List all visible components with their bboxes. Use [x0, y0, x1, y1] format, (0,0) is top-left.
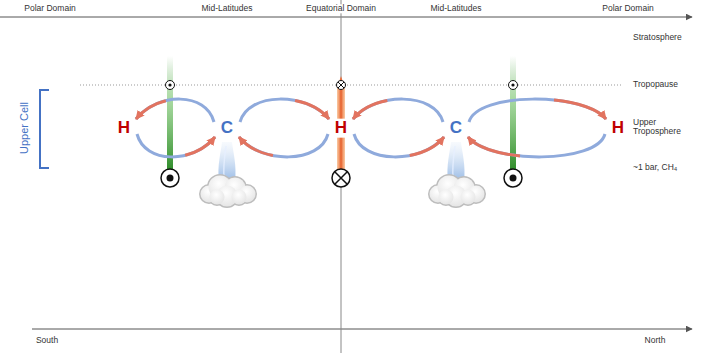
out-of-page-symbol — [166, 81, 175, 90]
direction-label: South — [35, 336, 59, 345]
circulation-arc — [469, 99, 606, 122]
tropopause-line — [80, 85, 622, 86]
top-axis — [0, 17, 692, 18]
circulation-cells — [136, 99, 606, 157]
layer-label: Stratosphere — [632, 33, 683, 42]
flow-arrow — [239, 134, 328, 157]
polar-column — [510, 56, 516, 170]
flow-arrow — [468, 134, 605, 157]
flow-arrow — [136, 99, 214, 122]
bottom-axis — [32, 329, 692, 330]
plume-streak — [453, 146, 455, 178]
low-pressure-mark: C — [220, 119, 234, 138]
circulation-arc — [136, 99, 214, 122]
domain-label: Equatorial Domain — [305, 4, 377, 13]
polar-column — [167, 56, 173, 170]
flow-arrow — [240, 99, 329, 122]
domain-label: Polar Domain — [23, 4, 77, 13]
circulation-arc — [468, 134, 605, 157]
domain-label: Mid-Latitudes — [200, 4, 253, 13]
circulation-arc — [137, 134, 215, 157]
high-pressure-mark: H — [334, 119, 348, 138]
layer-label: Tropopause — [632, 80, 679, 89]
domain-label: Mid-Latitudes — [429, 4, 482, 13]
out-of-page-symbol — [509, 81, 518, 90]
flow-arrow — [137, 134, 215, 157]
cloud-fill — [439, 190, 454, 205]
plume-streak — [224, 146, 226, 178]
into-page-symbol — [337, 81, 346, 90]
circulation-arc — [240, 99, 329, 122]
into-page-symbol — [332, 169, 350, 187]
flow-arrow — [469, 99, 606, 122]
cloud-fill — [210, 190, 225, 205]
high-pressure-mark: H — [611, 119, 625, 138]
cloud-fill — [461, 190, 476, 205]
cloud — [429, 175, 485, 207]
cloud — [200, 175, 256, 207]
circulation-arc — [353, 99, 443, 122]
out-of-page-symbol — [161, 169, 179, 187]
low-pressure-mark: C — [449, 119, 463, 138]
direction-label: North — [644, 336, 667, 345]
flow-arrow — [354, 134, 444, 157]
out-of-page-symbol — [504, 169, 522, 187]
circulation-arc — [354, 134, 444, 157]
cloud-fill — [232, 190, 247, 205]
domain-label: Polar Domain — [601, 4, 655, 13]
flow-arrow — [353, 99, 443, 122]
cell-label: Upper Cell — [18, 101, 30, 155]
high-pressure-mark: H — [117, 119, 131, 138]
layer-label: Upper Troposphere — [632, 118, 696, 137]
circulation-arc — [239, 134, 328, 157]
upper-cell-bracket — [40, 90, 49, 168]
layer-label: ~1 bar, CH₄ — [632, 163, 678, 172]
